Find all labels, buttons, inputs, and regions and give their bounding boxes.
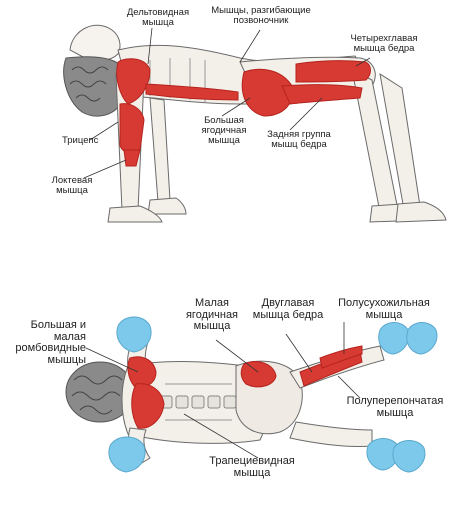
bottom-leg-lower (289, 421, 373, 448)
top-figure (63, 24, 447, 223)
bottom-figure (65, 316, 438, 473)
label-rhomboids: Большая и малая ромбовидные мышцы (15, 319, 86, 366)
hand-icon (116, 316, 152, 353)
bottom-rhomboid-muscle (127, 356, 157, 388)
label-gluteus-maximus: Большая ягодичная мышца (201, 115, 247, 146)
bottom-trapezius-muscle (131, 383, 165, 429)
bottom-semitendinosus-muscle (319, 345, 363, 369)
hand-icon (108, 436, 146, 473)
label-trapezius: Трапециевидная мышца (209, 455, 295, 479)
top-head (63, 24, 127, 117)
label-gluteus-minimus: Малая ягодичная мышца (185, 297, 239, 333)
top-gluteus-max-muscle (241, 68, 294, 117)
label-semimembranosus: Полуперепончатая мышца (346, 395, 444, 419)
top-spinal-muscle (145, 83, 239, 101)
label-biceps-femoris: Двуглавая мышца бедра (252, 297, 324, 321)
bottom-gluteus-min-muscle (240, 361, 277, 388)
label-semitendinosus: Полусухожильная мышца (338, 297, 430, 321)
bottom-contact-points (108, 316, 438, 473)
label-anconeus: Локтевая мышца (51, 175, 93, 196)
label-triceps: Трицепс (62, 135, 99, 146)
top-triceps-muscle (119, 103, 145, 154)
top-muscles (116, 58, 371, 167)
label-hamstrings: Задняя группа мышц бедра (267, 129, 331, 150)
top-deltoid-muscle (116, 58, 151, 105)
foot-icon (378, 322, 410, 355)
bottom-spine (159, 395, 237, 409)
leader-lines (83, 27, 371, 459)
top-hamstrings-muscle (281, 84, 363, 105)
bottom-muscles (127, 345, 363, 429)
label-spinal-extensors: Мышцы, разгибающие позвоночник (211, 5, 311, 26)
label-deltoid: Дельтовидная мышца (126, 7, 190, 28)
foot-icon (406, 322, 438, 355)
top-quadriceps-muscle (295, 60, 371, 83)
top-arm-back (149, 97, 171, 203)
top-hand-front (107, 205, 163, 223)
top-hand-back (147, 197, 187, 215)
bottom-head (65, 361, 135, 423)
label-quadriceps: Четырехглавая мышца бедра (350, 33, 418, 54)
foot-icon (392, 440, 426, 473)
